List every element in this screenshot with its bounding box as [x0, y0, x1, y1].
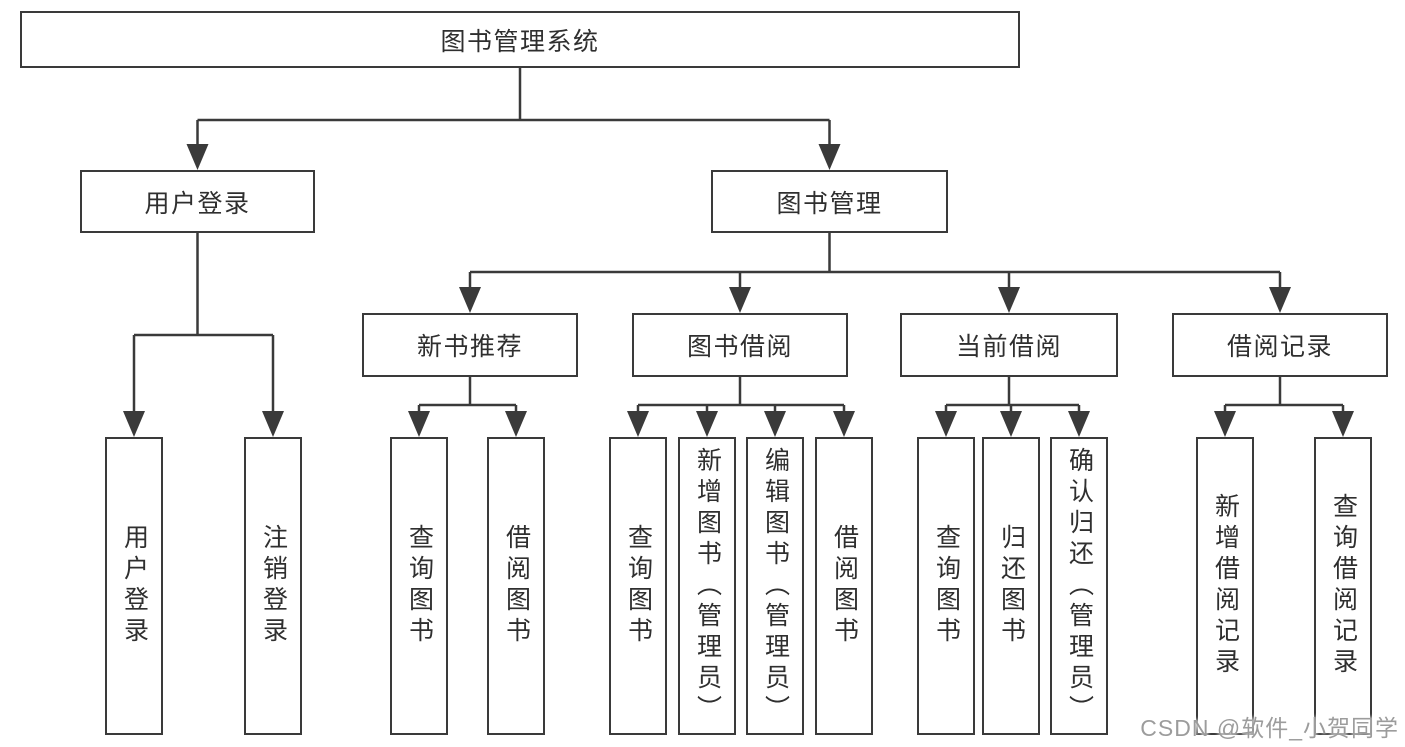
leaf-borrow-books-borrowing-label: 借阅图书 [830, 524, 859, 648]
leaf-borrow-books-borrowing: 借阅图书 [815, 437, 873, 735]
node-new-book-recommendation: 新书推荐 [362, 313, 578, 377]
leaf-query-books-borrowing-label: 查询图书 [624, 524, 653, 648]
node-library-system-label: 图书管理系统 [440, 27, 600, 56]
leaf-add-book-admin: 新增图书（管理员） [678, 437, 736, 735]
leaf-query-books-borrowing: 查询图书 [609, 437, 667, 735]
node-user-login: 用户登录 [80, 170, 315, 233]
leaf-query-books-current: 查询图书 [917, 437, 975, 735]
leaf-return-books-label: 归还图书 [997, 524, 1026, 648]
leaf-query-books-recommend: 查询图书 [390, 437, 448, 735]
leaf-query-books-recommend-label: 查询图书 [405, 524, 434, 648]
leaf-add-borrow-record-label: 新增借阅记录 [1211, 493, 1240, 679]
leaf-confirm-return-admin: 确认归还（管理员） [1050, 437, 1108, 735]
leaf-query-books-current-label: 查询图书 [932, 524, 961, 648]
leaf-borrow-books-recommend: 借阅图书 [487, 437, 545, 735]
node-book-borrowing: 图书借阅 [632, 313, 848, 377]
node-borrowing-records: 借阅记录 [1172, 313, 1388, 377]
leaf-query-borrow-record-label: 查询借阅记录 [1329, 493, 1358, 679]
leaf-edit-book-admin: 编辑图书（管理员） [746, 437, 804, 735]
node-user-login-label: 用户登录 [144, 189, 251, 218]
leaf-return-books: 归还图书 [982, 437, 1040, 735]
leaf-add-book-admin-label: 新增图书（管理员） [693, 446, 722, 726]
node-library-system: 图书管理系统 [20, 11, 1020, 68]
csdn-watermark: CSDN @软件_小贺同学 [1140, 715, 1399, 741]
leaf-query-borrow-record: 查询借阅记录 [1314, 437, 1372, 735]
leaf-confirm-return-admin-label: 确认归还（管理员） [1065, 446, 1094, 726]
leaf-edit-book-admin-label: 编辑图书（管理员） [761, 446, 790, 726]
leaf-user-login-label: 用户登录 [120, 524, 149, 648]
node-book-borrowing-label: 图书借阅 [686, 333, 793, 361]
leaf-add-borrow-record: 新增借阅记录 [1196, 437, 1254, 735]
node-current-borrowing: 当前借阅 [900, 313, 1118, 377]
leaf-logout: 注销登录 [244, 437, 302, 735]
leaf-borrow-books-recommend-label: 借阅图书 [502, 524, 531, 648]
leaf-user-login: 用户登录 [105, 437, 163, 735]
node-borrowing-records-label: 借阅记录 [1226, 333, 1333, 361]
node-current-borrowing-label: 当前借阅 [955, 333, 1062, 361]
node-book-management: 图书管理 [711, 170, 948, 233]
leaf-logout-label: 注销登录 [259, 524, 288, 648]
node-book-management-label: 图书管理 [776, 189, 883, 218]
node-new-book-recommendation-label: 新书推荐 [416, 333, 523, 361]
